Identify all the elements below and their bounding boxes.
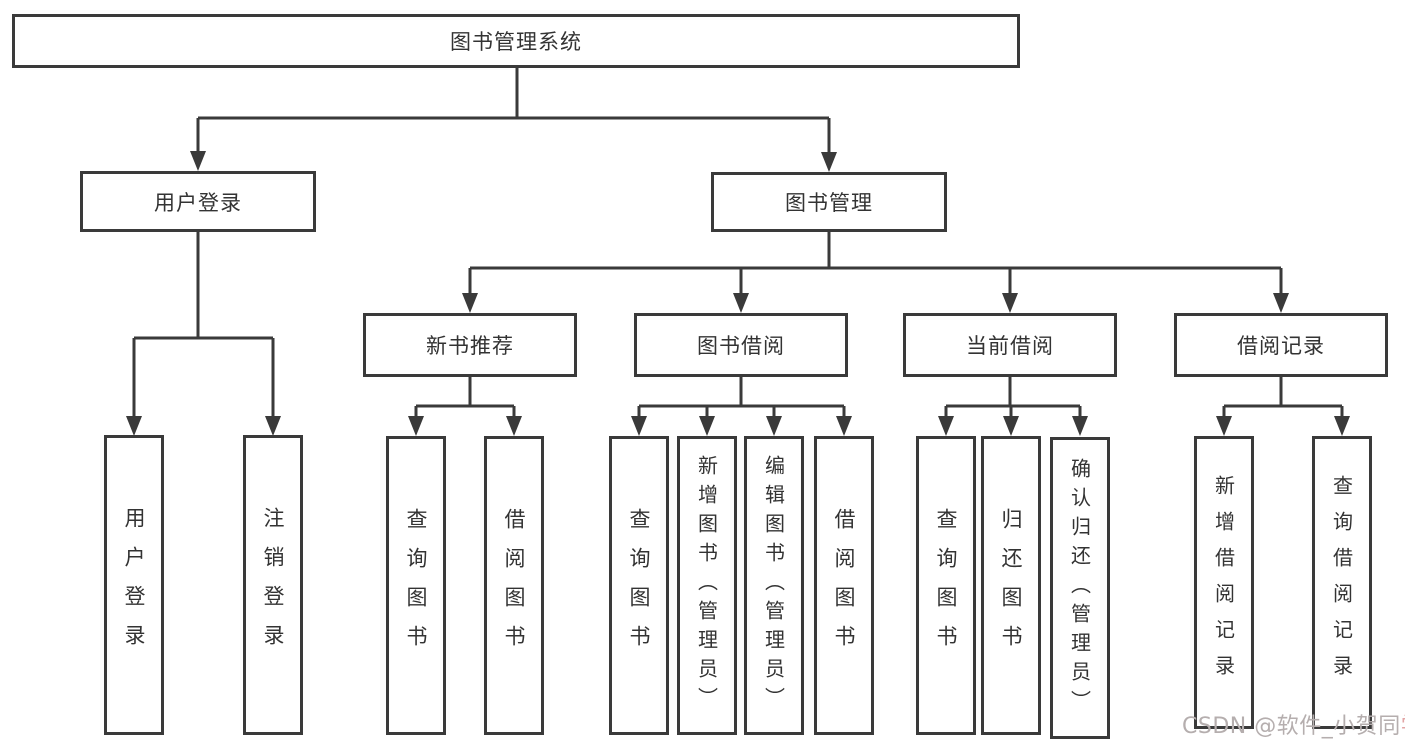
- leaf-borrowing-add: 新增图书（管理员）: [677, 436, 737, 735]
- node-borrow-records: 借阅记录: [1174, 313, 1388, 377]
- node-current-borrowing: 当前借阅: [903, 313, 1117, 377]
- leaf-current-query: 查询图书: [916, 436, 976, 735]
- leaf-logout: 注销登录: [243, 435, 303, 735]
- leaf-newbooks-query-label: 查询图书: [404, 507, 428, 664]
- node-book-borrowing: 图书借阅: [634, 313, 848, 377]
- node-root-label: 图书管理系统: [450, 30, 582, 54]
- node-new-book-recommend: 新书推荐: [363, 313, 577, 377]
- leaf-user-login: 用户登录: [104, 435, 164, 735]
- csdn-watermark-text: CSDN @软件_小贺同: [1182, 714, 1401, 739]
- leaf-records-add: 新增借阅记录: [1194, 436, 1254, 729]
- leaf-current-query-label: 查询图书: [934, 507, 958, 664]
- node-book-borrowing-label: 图书借阅: [697, 334, 785, 358]
- leaf-current-return-label: 归还图书: [999, 507, 1023, 664]
- node-new-book-recommend-label: 新书推荐: [426, 334, 514, 358]
- leaf-borrowing-edit: 编辑图书（管理员）: [744, 436, 804, 735]
- leaf-current-confirm-return: 确认归还（管理员）: [1050, 437, 1110, 739]
- node-current-borrowing-label: 当前借阅: [966, 334, 1054, 358]
- leaf-borrowing-add-label: 新增图书（管理员）: [694, 455, 719, 716]
- leaf-borrowing-query-label: 查询图书: [627, 507, 651, 664]
- leaf-newbooks-borrow-label: 借阅图书: [502, 507, 526, 664]
- leaf-borrowing-borrow-label: 借阅图书: [832, 507, 856, 664]
- node-root: 图书管理系统: [12, 14, 1020, 68]
- leaf-records-query: 查询借阅记录: [1312, 436, 1372, 729]
- node-borrow-records-label: 借阅记录: [1237, 334, 1325, 358]
- leaf-borrowing-edit-label: 编辑图书（管理员）: [761, 455, 786, 716]
- leaf-records-query-label: 查询借阅记录: [1329, 474, 1354, 691]
- leaf-newbooks-borrow: 借阅图书: [484, 436, 544, 735]
- leaf-logout-label: 注销登录: [261, 507, 285, 663]
- node-book-management: 图书管理: [711, 172, 947, 232]
- leaf-borrowing-query: 查询图书: [609, 436, 669, 735]
- leaf-user-login-label: 用户登录: [122, 507, 146, 663]
- node-book-management-label: 图书管理: [785, 191, 873, 215]
- leaf-records-add-label: 新增借阅记录: [1211, 474, 1236, 691]
- leaf-current-return: 归还图书: [981, 436, 1041, 735]
- leaf-borrowing-borrow: 借阅图书: [814, 436, 874, 735]
- csdn-watermark-accent: 学: [1401, 714, 1405, 739]
- node-user-login: 用户登录: [80, 171, 316, 232]
- csdn-watermark: CSDN @软件_小贺同学: [1182, 714, 1405, 740]
- leaf-newbooks-query: 查询图书: [386, 436, 446, 735]
- leaf-current-confirm-return-label: 确认归还（管理员）: [1067, 457, 1092, 719]
- node-user-login-label: 用户登录: [154, 190, 242, 215]
